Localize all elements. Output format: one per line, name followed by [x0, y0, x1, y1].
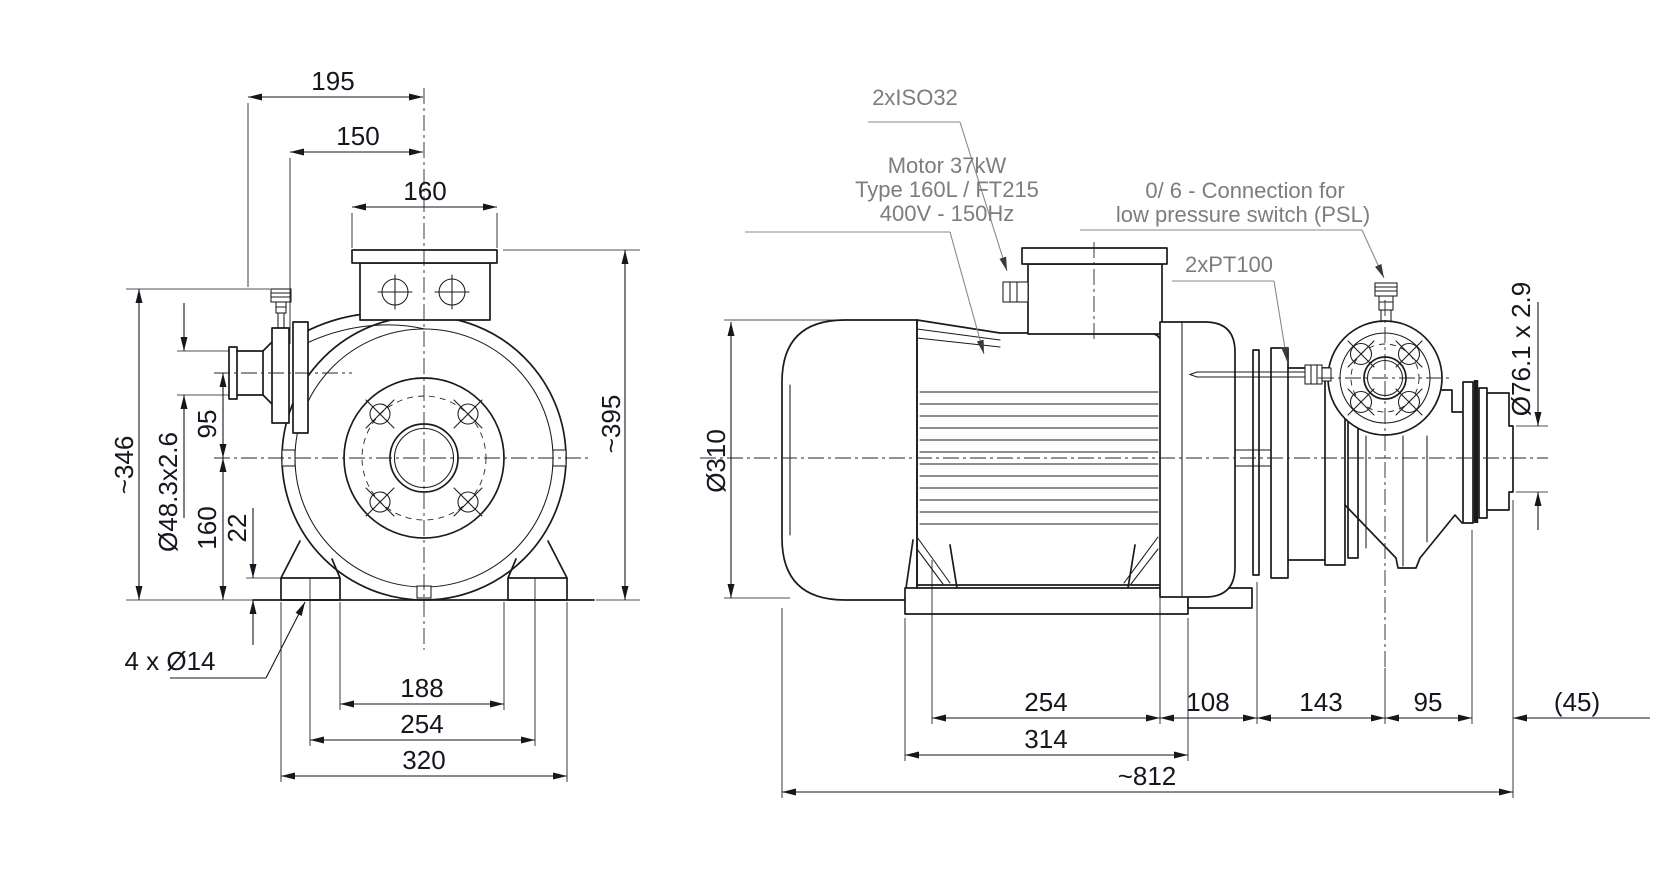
dim-label-22: 22 [222, 514, 252, 543]
callout-label-iso32: 2xISO32 [872, 85, 958, 110]
dim-label-160-vert: 160 [192, 506, 222, 549]
callout-label-motor-1: Motor 37kW [888, 153, 1007, 178]
callout-psl: 0/ 6 - Connection for low pressure switc… [1080, 178, 1385, 279]
dim-254-front: 254 [309, 578, 536, 746]
lantern-coupling [1234, 347, 1359, 579]
cable-gland-fitting [1002, 281, 1029, 303]
callout-label-motor-3: 400V - 150Hz [880, 201, 1015, 226]
dim-254-side: 254 [931, 560, 1161, 724]
terminal-box-front [351, 249, 498, 321]
discharge-assembly [1462, 380, 1514, 524]
dim-160-top: 160 [351, 176, 498, 248]
dim-label-143: 143 [1299, 687, 1342, 717]
callout-label-pt100: 2xPT100 [1185, 252, 1273, 277]
dim-95-front: 95 [192, 373, 227, 458]
pump-volute-side [1344, 389, 1464, 569]
callout-iso32: 2xISO32 [868, 85, 1008, 272]
dim-320: 320 [280, 602, 568, 782]
dim-188: 188 [339, 602, 505, 710]
dim-160-vertical: 160 [192, 458, 227, 600]
dim-95-side: 95 [1385, 530, 1473, 724]
callout-foot-holes: 4 x Ø14 [124, 601, 306, 679]
psl-valve-fitting [1374, 282, 1398, 323]
dim-143: 143 [1257, 668, 1386, 724]
motor-body [916, 319, 1163, 586]
dim-22: 22 [222, 508, 282, 645]
front-view: 195 150 160 ~395 [109, 66, 640, 782]
centerlines-side [700, 242, 1548, 668]
dim-label-310: Ø310 [701, 429, 731, 493]
dim-label-195: 195 [311, 66, 354, 96]
side-view: Ø310 254 108 143 95 [700, 85, 1650, 798]
dim-395: ~395 [503, 249, 640, 601]
dim-314: 314 [904, 618, 1189, 761]
dim-812: ~812 [781, 608, 1513, 798]
callout-label-motor-2: Type 160L / FT215 [855, 177, 1039, 202]
discharge-pipe-stub [1486, 392, 1514, 511]
dimensions-front: 195 150 160 ~395 [109, 66, 640, 782]
dim-label-pipe-od: Ø48.3x2.6 [153, 432, 183, 552]
dim-108: 108 [1160, 582, 1258, 724]
dim-45: (45) [1512, 500, 1650, 798]
dim-195: 195 [247, 66, 423, 287]
dim-label-108: 108 [1186, 687, 1229, 717]
dim-label-320: 320 [402, 745, 445, 775]
dim-label-346: ~346 [109, 436, 139, 495]
centerlines-front [214, 88, 590, 650]
motor-feet-baseplate [904, 539, 1253, 615]
callout-label-foot-holes: 4 x Ø14 [124, 646, 215, 676]
dim-label-160-top: 160 [403, 176, 446, 206]
inlet-vent-fitting [270, 288, 292, 329]
dim-label-254-front: 254 [400, 709, 443, 739]
dim-label-45: (45) [1554, 687, 1600, 717]
dim-310: Ø310 [701, 319, 852, 599]
dim-label-812: ~812 [1118, 761, 1177, 791]
dim-label-95-front: 95 [192, 410, 222, 439]
dim-label-395: ~395 [596, 395, 626, 454]
callouts-side: 2xISO32 Motor 37kW Type 160L / FT215 400… [745, 85, 1385, 362]
dimensions-side: Ø310 254 108 143 95 [701, 282, 1650, 798]
motor-fan-cover [781, 319, 918, 601]
dim-label-314: 314 [1024, 724, 1067, 754]
dim-label-discharge-pipe: Ø76.1 x 2.9 [1506, 282, 1536, 416]
dim-discharge-pipe: Ø76.1 x 2.9 [1506, 282, 1548, 530]
suction-inlet-front [228, 288, 309, 434]
drive-end-bell [1159, 321, 1236, 598]
dim-346: ~346 [109, 288, 270, 601]
callout-motor-spec: Motor 37kW Type 160L / FT215 400V - 150H… [745, 153, 1039, 355]
dim-suction-pipe: Ø48.3x2.6 [153, 303, 229, 552]
dim-150: 150 [289, 121, 423, 344]
flange-bolt-holes [365, 399, 483, 517]
dim-label-254-side: 254 [1024, 687, 1067, 717]
dim-label-95-side: 95 [1414, 687, 1443, 717]
suction-flange-bolt-holes [1347, 340, 1423, 416]
dim-label-188: 188 [400, 673, 443, 703]
callout-label-psl-2: low pressure switch (PSL) [1116, 202, 1370, 227]
dim-label-150: 150 [336, 121, 379, 151]
callout-pt100: 2xPT100 [1172, 252, 1289, 362]
motor-cooling-fins [919, 391, 1159, 525]
callout-label-psl-1: 0/ 6 - Connection for [1145, 178, 1344, 203]
terminal-box-side [1002, 247, 1168, 335]
pt100-probe [1188, 364, 1332, 385]
